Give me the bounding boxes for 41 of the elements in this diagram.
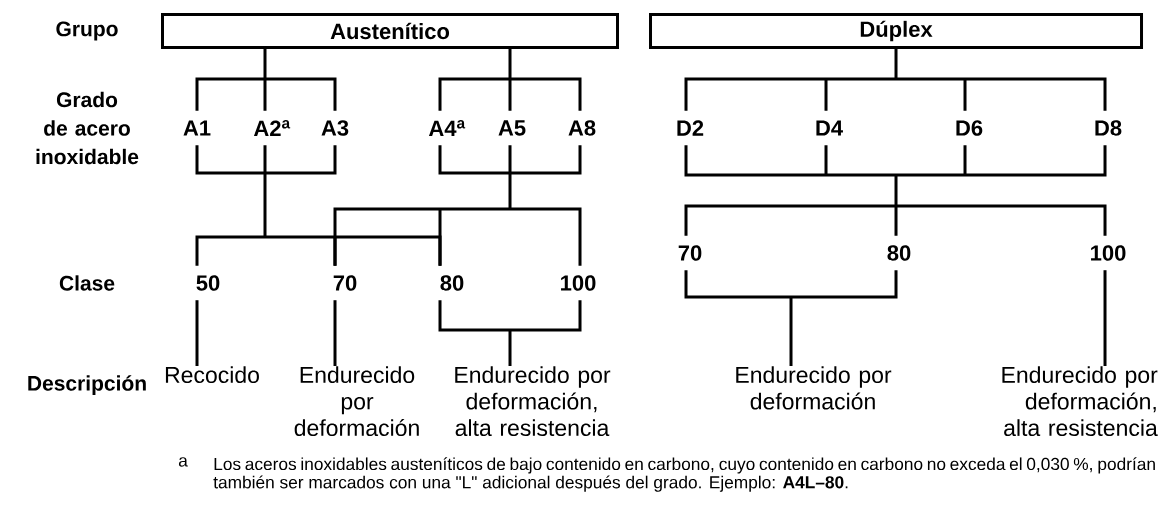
- class-label: 50: [196, 275, 220, 291]
- group-box: Dúplex: [649, 13, 1143, 49]
- description-text: Recocido: [165, 366, 259, 384]
- class-label: 70: [678, 245, 702, 261]
- class-label: 80: [887, 245, 911, 261]
- description-text: Endurecido por deformación, alta resistencia: [1002, 366, 1158, 437]
- connector-line: [333, 143, 582, 268]
- class-label: 100: [1091, 245, 1126, 261]
- grade-label: A4$^{a}$: [428, 120, 466, 136]
- description-text: Endurecido por deformación: [736, 366, 892, 410]
- description-text: Endurecido por deformación, alta resistencia: [455, 366, 611, 437]
- connector-line: [438, 298, 582, 368]
- grade-label: A1: [183, 120, 211, 136]
- grade-label: A8: [568, 120, 596, 136]
- connector-line: [438, 47, 582, 113]
- description-text: Endurecido por deformación: [294, 366, 419, 437]
- class-label: 70: [333, 275, 357, 291]
- grade-label: D2: [677, 120, 704, 136]
- grade-label: A2$^{a}$: [253, 120, 291, 136]
- grade-label: D4: [816, 120, 843, 136]
- row-header: Grupo: [56, 21, 118, 41]
- row-header: Descripción: [28, 375, 146, 395]
- class-label: 100: [561, 275, 596, 291]
- connector-line: [195, 143, 442, 268]
- row-header: Grado de acero inoxidable: [36, 91, 139, 165]
- grade-label: D8: [1095, 120, 1122, 136]
- connector-line: [195, 47, 337, 113]
- grade-label: A5: [498, 120, 526, 136]
- footnote-text: Los aceros inoxidables austeníticos de bajo contenido en carbono, cuyo contenido en carbono no exceda el 0,030 %, podrían también ser marcados con una "L" adicional después del grado. Ejemplo: A4L–80.: [213, 457, 1155, 492]
- row-header: Clase: [59, 275, 115, 291]
- connector-line: [1103, 270, 1107, 366]
- grade-label: D6: [956, 120, 983, 136]
- connector-line: [684, 47, 1107, 113]
- footnote-mark: a: [178, 457, 188, 467]
- group-box: Austenítico: [161, 13, 619, 49]
- connector-line: [195, 300, 199, 366]
- connector-line: [684, 268, 898, 368]
- grade-label: A3: [321, 120, 349, 136]
- connector-line: [333, 300, 337, 366]
- connector-line: [684, 143, 1107, 238]
- class-label: 80: [440, 275, 464, 291]
